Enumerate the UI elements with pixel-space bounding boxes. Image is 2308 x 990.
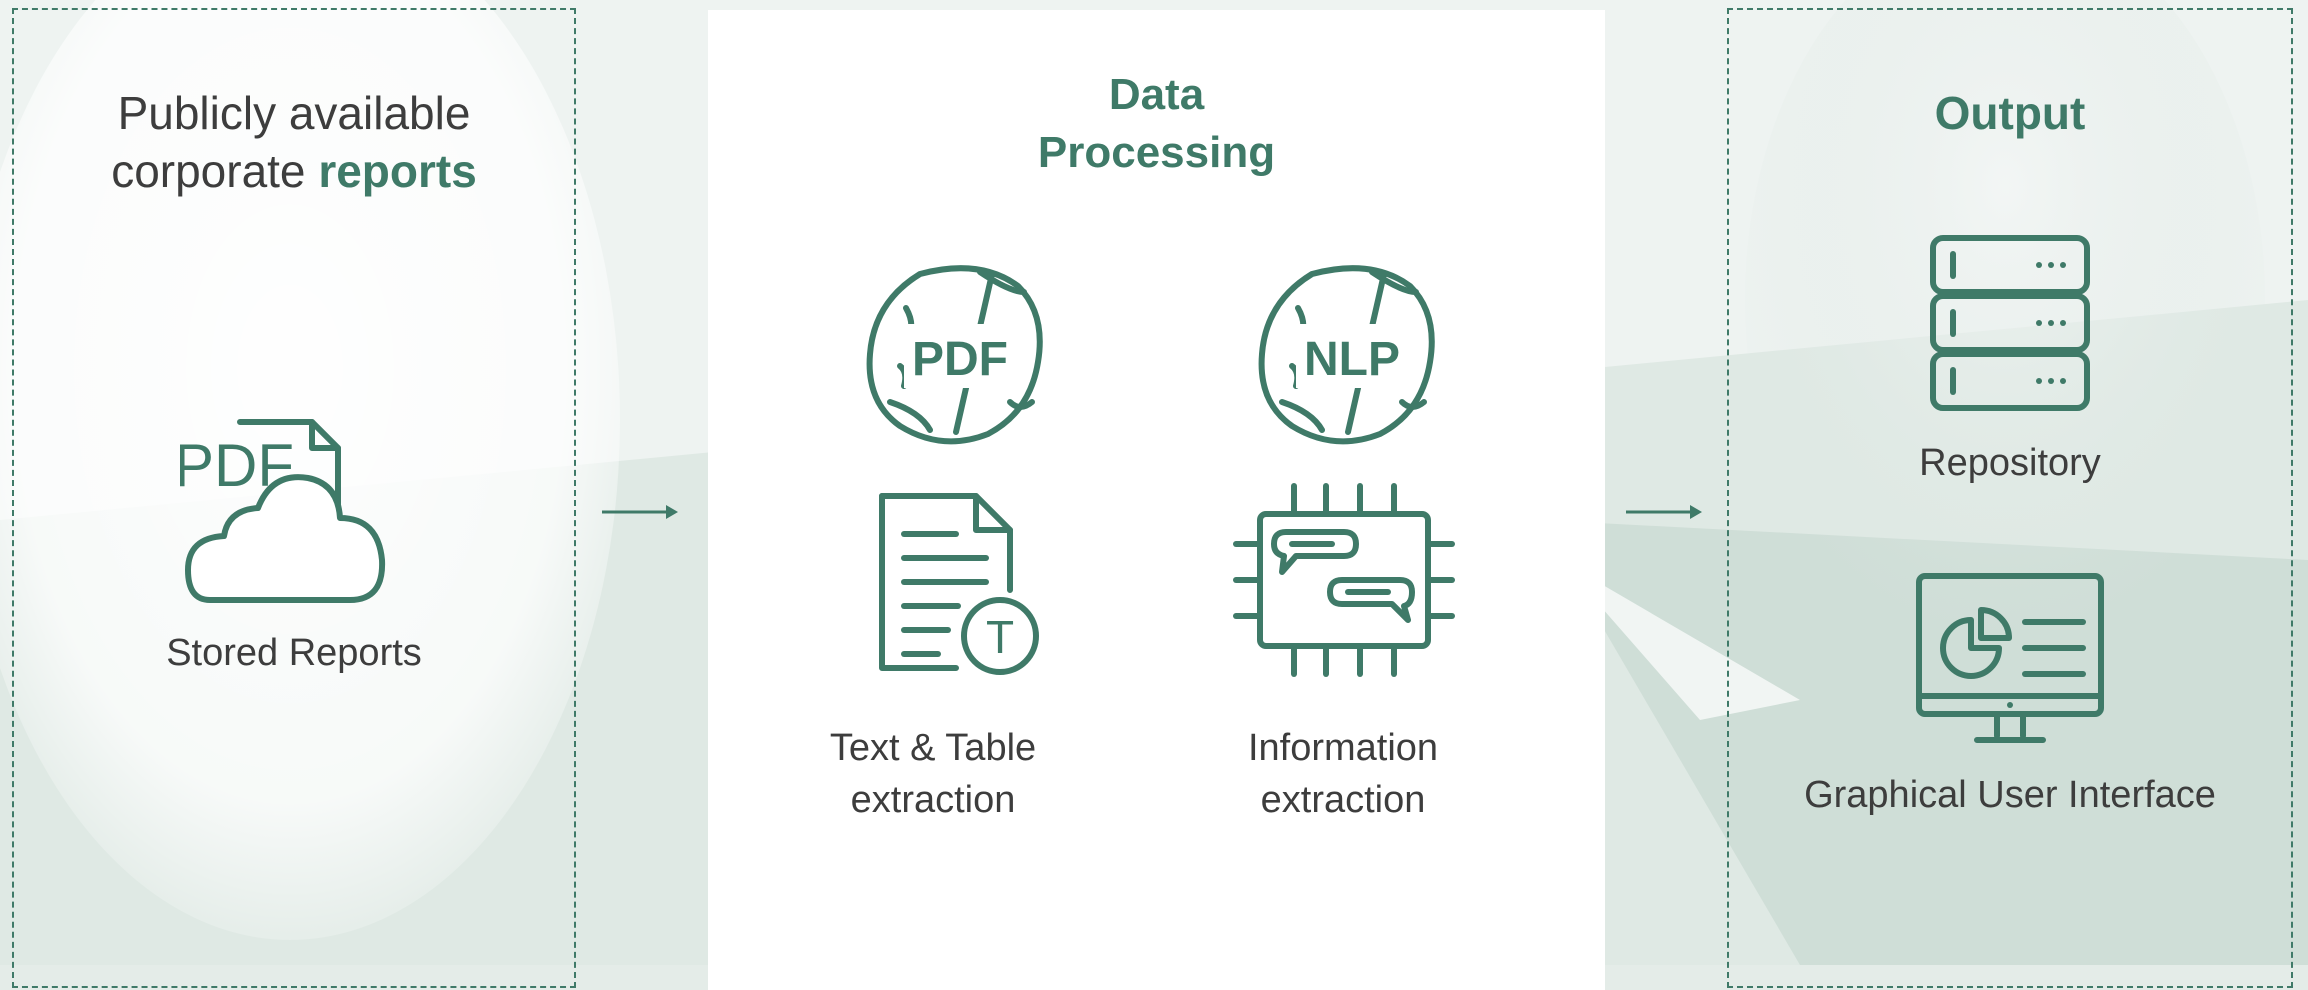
caption-text-table-line2: extraction [850, 779, 1016, 821]
caption-information: Information extraction [1178, 722, 1508, 826]
input-title-line1: Publicly available [117, 87, 471, 139]
caption-information-line1: Information [1247, 727, 1439, 769]
input-title: Publicly available corporate reports [14, 84, 574, 200]
gui-caption: Graphical User Interface [1804, 774, 2216, 816]
pdf-badge-icon: PDF [866, 265, 1043, 445]
caption-text-table: Text & Table extraction [768, 722, 1098, 826]
text-document-icon: T [879, 493, 1039, 675]
input-panel: Publicly available corporate reports PDF… [12, 8, 576, 988]
text-document-letter: T [986, 611, 1014, 663]
processing-panel: Data Processing PDF NLP T [708, 10, 1605, 990]
monitor-dashboard-icon [1916, 573, 2104, 743]
nlp-badge-label: NLP [1304, 333, 1400, 386]
output-title: Output [1934, 87, 2086, 139]
arrow-right-icon [602, 505, 678, 519]
arrow-right-icon [1626, 505, 1702, 519]
input-title-line2: corporate reports [14, 142, 574, 200]
processing-title-line2: Processing [1037, 128, 1276, 177]
pdf-badge-label: PDF [912, 333, 1008, 386]
repository-caption: Repository [1919, 442, 2101, 484]
pdf-cloud-label: PDF [180, 432, 294, 499]
input-title-emphasis: reports [318, 145, 477, 197]
caption-information-line2: extraction [1260, 779, 1426, 821]
pdf-cloud-icon: PDF [180, 419, 386, 603]
processing-title-line1: Data [1108, 70, 1205, 119]
output-panel: Output Repository Graphical User Interfa… [1727, 8, 2293, 988]
server-icon [1930, 235, 2090, 411]
chip-chat-icon [1233, 483, 1455, 677]
nlp-badge-icon: NLP [1258, 265, 1435, 445]
input-title-prefix: corporate [111, 145, 319, 197]
processing-title: Data Processing [708, 66, 1605, 182]
input-caption: Stored Reports [166, 632, 422, 674]
caption-text-table-line1: Text & Table [829, 727, 1037, 769]
